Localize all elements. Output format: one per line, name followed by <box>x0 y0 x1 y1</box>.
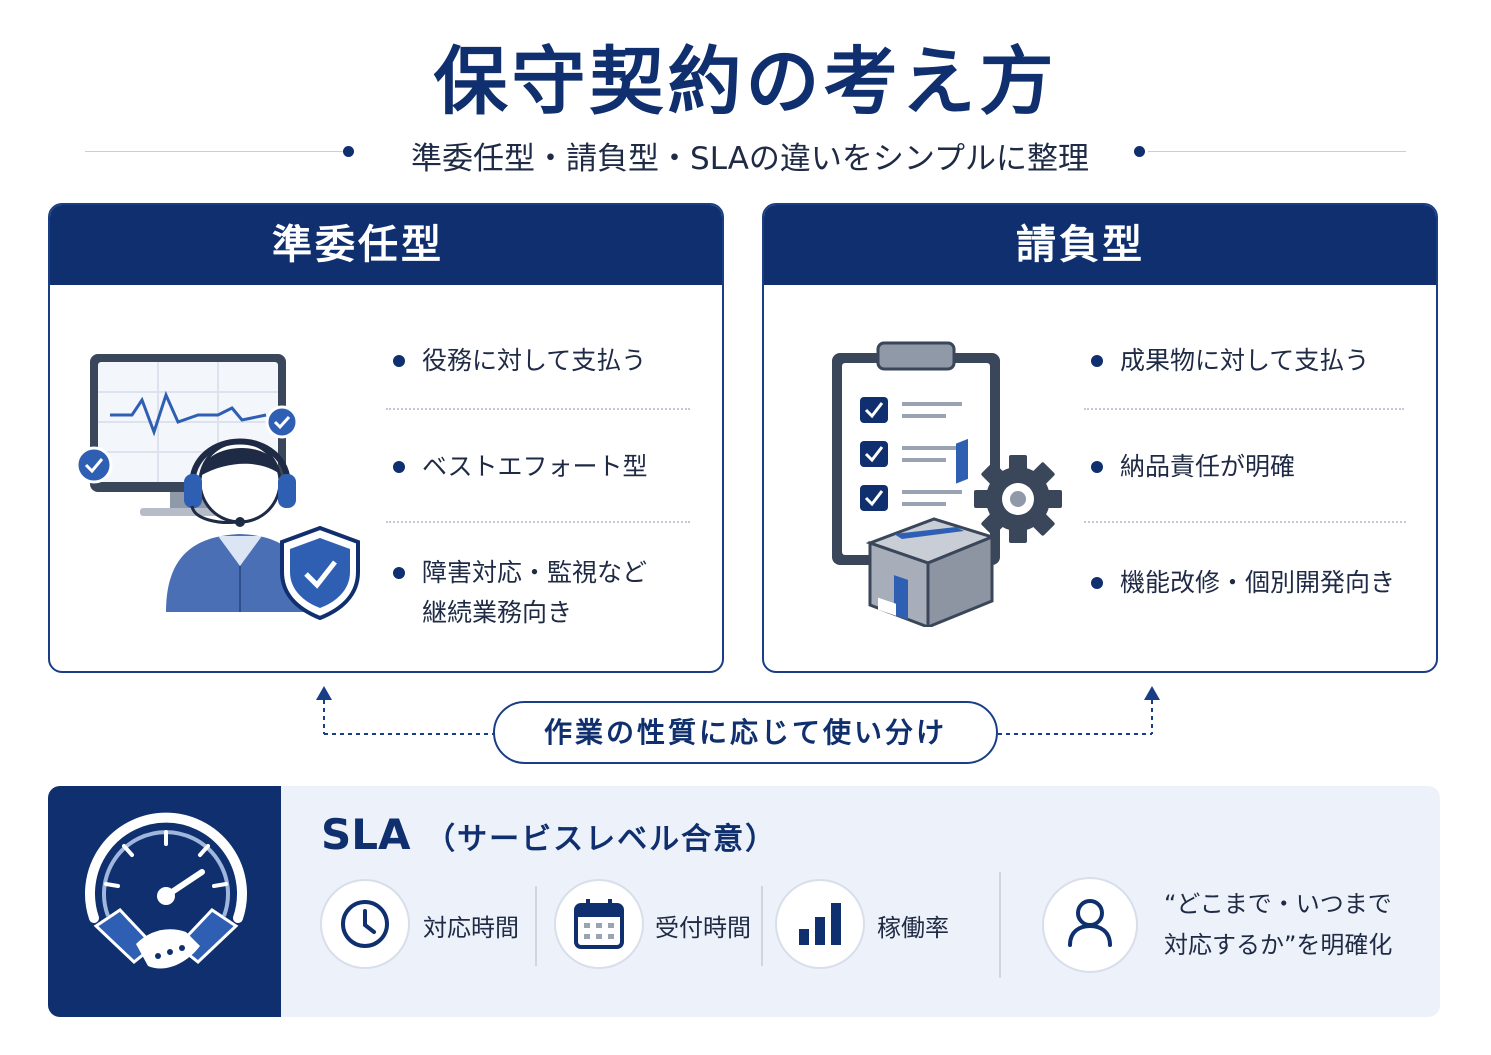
sla-note-line-2: 対応するか”を明確化 <box>1164 931 1393 959</box>
bullet-dot <box>1091 577 1103 589</box>
divider <box>999 872 1001 978</box>
bullet-dot <box>1091 461 1103 473</box>
sla-title-main: SLA <box>321 810 411 859</box>
card-quasi-mandate-title: 準委任型 <box>50 205 722 285</box>
sla-title: SLA （サービスレベル合意） <box>321 810 777 859</box>
bullet-dot <box>393 355 405 367</box>
person-icon-circle <box>1042 877 1138 973</box>
page-title: 保守契約の考え方 <box>433 39 1058 125</box>
card-contract-title: 請負型 <box>764 205 1436 285</box>
gauge-handshake-icon <box>85 812 247 969</box>
bar-chart-icon-circle <box>775 879 865 969</box>
card-quasi-mandate-item-1: 役務に対して支払う <box>422 346 647 375</box>
bullet-dot <box>1091 355 1103 367</box>
sla-icon-block <box>48 786 281 1017</box>
separator <box>1084 408 1404 410</box>
bar-chart-icon <box>799 903 841 945</box>
separator <box>1084 521 1406 523</box>
usage-connector-label: 作業の性質に応じて使い分け <box>493 701 998 764</box>
subtitle-dot-left <box>343 146 354 157</box>
card-contract-item-1: 成果物に対して支払う <box>1120 346 1370 375</box>
divider <box>535 886 537 966</box>
separator <box>386 521 690 523</box>
subtitle-rule-left <box>85 151 343 152</box>
arrow-up-right-icon <box>1144 686 1160 700</box>
clipboard-checklist-illustration <box>832 341 1062 627</box>
metric-label-reception-time: 受付時間 <box>655 914 751 942</box>
sla-note: “どこまで・いつまで 対応するか”を明確化 <box>1164 884 1392 966</box>
connector-arrows <box>316 686 1160 735</box>
card-contract-item-2: 納品責任が明確 <box>1120 452 1296 481</box>
metric-label-response-time: 対応時間 <box>423 914 519 942</box>
card-quasi-mandate-item-2: ベストエフォート型 <box>422 452 648 481</box>
support-operator-illustration <box>75 354 360 620</box>
card-quasi-mandate: 準委任型 役務に対して支払う <box>48 203 724 673</box>
clock-icon-circle <box>320 879 410 969</box>
card-quasi-mandate-item-4: 継続業務向き <box>422 598 573 627</box>
subtitle: 準委任型・請負型・SLAの違いをシンプルに整理 <box>411 141 1089 177</box>
bullet-dot <box>393 567 405 579</box>
calendar-icon <box>574 899 624 949</box>
person-icon <box>1068 899 1112 947</box>
sla-note-line-1: “どこまで・いつまで <box>1164 890 1392 918</box>
arrow-up-left-icon <box>316 686 332 700</box>
clock-icon <box>341 900 389 948</box>
card-contract: 請負型 <box>762 203 1438 673</box>
sla-title-sub: （サービスレベル合意） <box>425 822 778 857</box>
divider <box>761 886 763 966</box>
card-quasi-mandate-item-3: 障害対応・監視など <box>422 558 648 587</box>
metric-label-availability: 稼働率 <box>877 914 949 942</box>
subtitle-dot-right <box>1134 146 1145 157</box>
card-contract-item-3: 機能改修・個別開発向き <box>1120 568 1396 597</box>
calendar-icon-circle <box>554 879 644 969</box>
subtitle-rule-right <box>1148 151 1406 152</box>
sla-panel: SLA （サービスレベル合意） 対応時間 受付時間 <box>48 786 1440 1017</box>
separator <box>386 408 690 410</box>
bullet-dot <box>393 461 405 473</box>
